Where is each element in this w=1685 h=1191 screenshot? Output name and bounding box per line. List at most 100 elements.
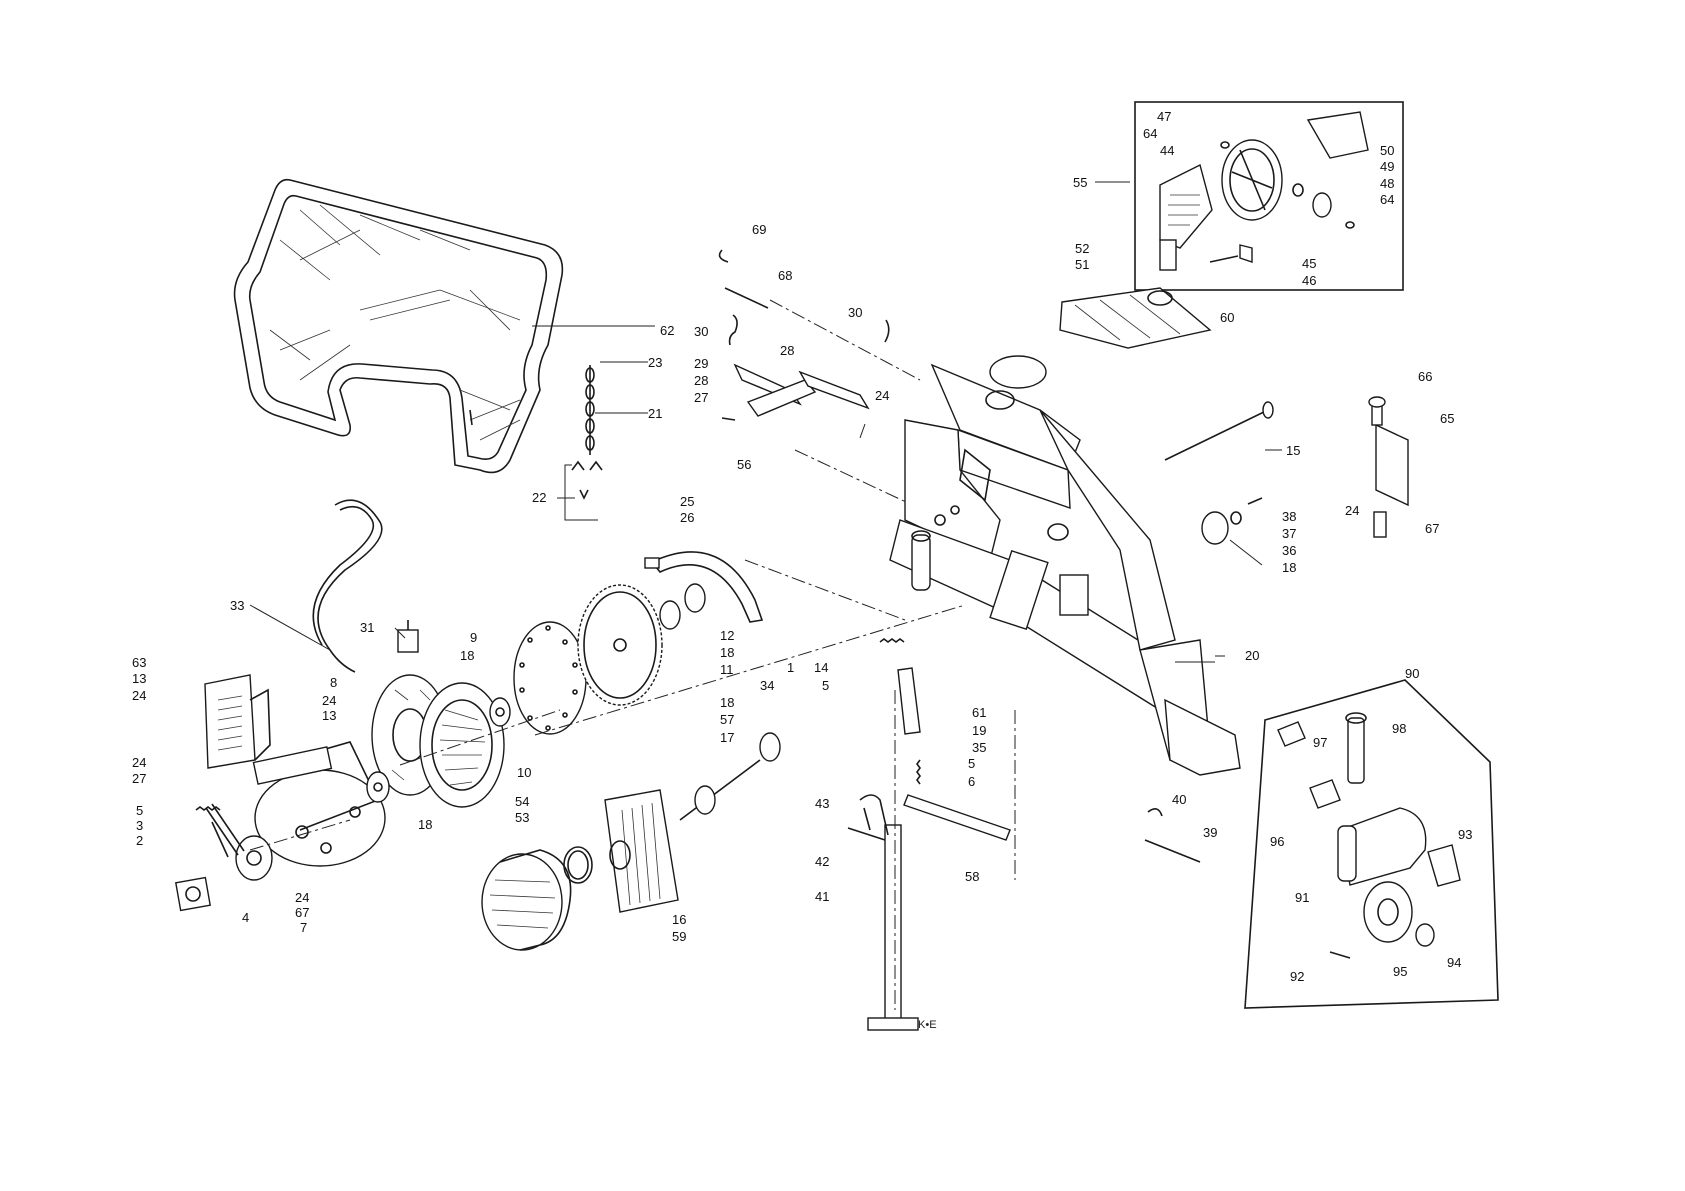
callout-53: 53 bbox=[515, 810, 529, 825]
callout-62: 62 bbox=[660, 323, 674, 338]
leader-lines bbox=[250, 182, 1282, 662]
callout-18-shaft: 18 bbox=[720, 695, 734, 710]
callout-69: 69 bbox=[752, 222, 766, 237]
callout-5-left: 5 bbox=[136, 803, 143, 818]
callout-13-mid: 13 bbox=[322, 708, 336, 723]
callout-98: 98 bbox=[1392, 721, 1406, 736]
pin-39-40 bbox=[1145, 809, 1200, 862]
callout-23: 23 bbox=[648, 355, 662, 370]
callout-34: 34 bbox=[760, 678, 774, 693]
callout-68: 68 bbox=[778, 268, 792, 283]
callout-5-lower: 5 bbox=[968, 756, 975, 771]
callout-48: 48 bbox=[1380, 176, 1394, 191]
callout-93: 93 bbox=[1458, 827, 1472, 842]
callout-13-left: 13 bbox=[132, 671, 146, 686]
bracket-31 bbox=[398, 620, 418, 652]
callout-16: 16 bbox=[672, 912, 686, 927]
callout-61: 61 bbox=[972, 705, 986, 720]
callout-24-f: 24 bbox=[1345, 503, 1359, 518]
drum-housing bbox=[253, 742, 385, 866]
callout-67-left: 67 bbox=[295, 905, 309, 920]
callout-90: 90 bbox=[1405, 666, 1419, 681]
bearing-18-b bbox=[367, 772, 389, 802]
callout-41: 41 bbox=[815, 889, 829, 904]
callout-28-left: 28 bbox=[694, 373, 708, 388]
callout-40: 40 bbox=[1172, 792, 1186, 807]
callout-54: 54 bbox=[515, 794, 529, 809]
callout-24-a: 24 bbox=[132, 688, 146, 703]
bearings-12 bbox=[660, 584, 705, 629]
callout-66: 66 bbox=[1418, 369, 1432, 384]
callout-4: 4 bbox=[242, 910, 249, 925]
callout-31: 31 bbox=[360, 620, 374, 635]
callout-58: 58 bbox=[965, 869, 979, 884]
shaft-17 bbox=[680, 733, 780, 820]
callout-27-left: 27 bbox=[132, 771, 146, 786]
callout-7: 7 bbox=[300, 920, 307, 935]
callout-38: 38 bbox=[1282, 509, 1296, 524]
callout-50: 50 bbox=[1380, 143, 1394, 158]
callout-12: 12 bbox=[720, 628, 734, 643]
callout-24-c: 24 bbox=[322, 693, 336, 708]
lever-6 bbox=[904, 795, 1010, 840]
callout-45: 45 bbox=[1302, 256, 1316, 271]
callout-46: 46 bbox=[1302, 273, 1316, 288]
callout-9: 9 bbox=[470, 630, 477, 645]
windscreen-frame bbox=[235, 180, 563, 473]
callout-24-b: 24 bbox=[132, 755, 146, 770]
ring-54 bbox=[564, 847, 592, 883]
callout-55: 55 bbox=[1073, 175, 1087, 190]
post-41 bbox=[848, 825, 918, 1030]
callout-11: 11 bbox=[720, 662, 734, 677]
callout-19: 19 bbox=[972, 723, 986, 738]
bracket-66-67 bbox=[1369, 397, 1408, 537]
callout-18-disc: 18 bbox=[460, 648, 474, 663]
clip-69 bbox=[720, 250, 728, 262]
cover-16 bbox=[605, 790, 678, 912]
spring-5-lower bbox=[917, 760, 920, 784]
inset-pulley-assembly bbox=[1135, 102, 1403, 290]
callout-91: 91 bbox=[1295, 890, 1309, 905]
drum-wheel bbox=[420, 683, 504, 807]
pin-15 bbox=[1165, 402, 1273, 460]
callout-65: 65 bbox=[1440, 411, 1454, 426]
callout-15: 15 bbox=[1286, 443, 1300, 458]
callout-27-center: 27 bbox=[694, 390, 708, 405]
callout-30-right: 30 bbox=[848, 305, 862, 320]
callout-25: 25 bbox=[680, 494, 694, 509]
callout-96: 96 bbox=[1270, 834, 1284, 849]
callout-51: 51 bbox=[1075, 257, 1089, 272]
callout-33: 33 bbox=[230, 598, 244, 613]
callout-3: 3 bbox=[136, 818, 143, 833]
callout-8: 8 bbox=[330, 675, 337, 690]
callout-64-right: 64 bbox=[1380, 192, 1394, 207]
callout-30-left: 30 bbox=[694, 324, 708, 339]
callout-64-top: 64 bbox=[1143, 126, 1157, 141]
callout-94: 94 bbox=[1447, 955, 1461, 970]
callout-63: 63 bbox=[132, 655, 146, 670]
lever-19 bbox=[898, 668, 920, 734]
guard-63 bbox=[205, 675, 270, 768]
callout-49: 49 bbox=[1380, 159, 1394, 174]
callout-44: 44 bbox=[1160, 143, 1174, 158]
callout-47: 47 bbox=[1157, 109, 1171, 124]
callout-21: 21 bbox=[648, 406, 662, 421]
callout-18-bearings: 18 bbox=[720, 645, 734, 660]
callout-95: 95 bbox=[1393, 964, 1407, 979]
spring-5-center bbox=[880, 639, 904, 642]
clip-30-a bbox=[730, 315, 738, 345]
callout-56: 56 bbox=[737, 457, 751, 472]
link-plates bbox=[722, 365, 868, 420]
pin-68 bbox=[725, 288, 768, 308]
callout-10: 10 bbox=[517, 765, 531, 780]
clutch-drum-53 bbox=[482, 850, 571, 950]
callout-59: 59 bbox=[672, 929, 686, 944]
callout-18-right: 18 bbox=[1282, 560, 1296, 575]
callout-57: 57 bbox=[720, 712, 734, 727]
callout-18-hub: 18 bbox=[418, 817, 432, 832]
maker-mark: K•E bbox=[918, 1019, 937, 1031]
latch-42-43 bbox=[860, 795, 888, 835]
sprocket-11 bbox=[578, 585, 662, 705]
callout-52: 52 bbox=[1075, 241, 1089, 256]
